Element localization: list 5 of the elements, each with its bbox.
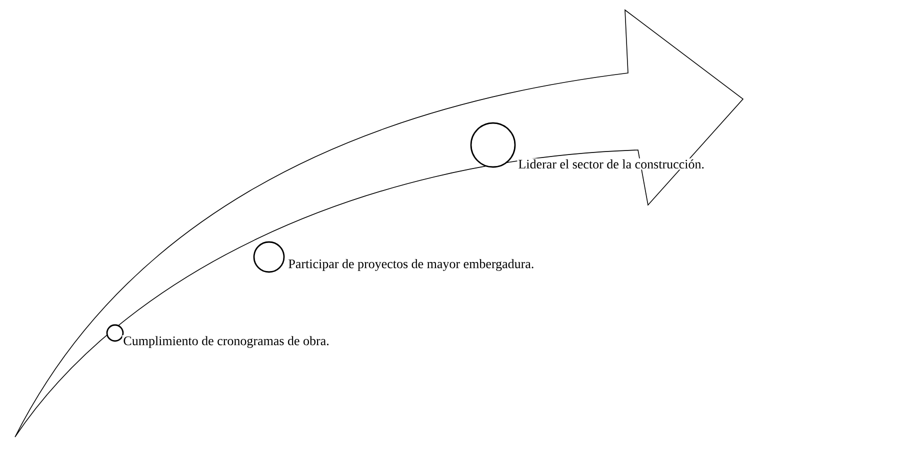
text-label: Liderar el sector de la construcción. — [517, 158, 706, 170]
circle-marker — [470, 122, 516, 168]
circle-marker — [106, 324, 124, 342]
text-label: Participar de proyectos de mayor embergadura. — [287, 258, 536, 272]
circle-marker — [253, 241, 285, 273]
